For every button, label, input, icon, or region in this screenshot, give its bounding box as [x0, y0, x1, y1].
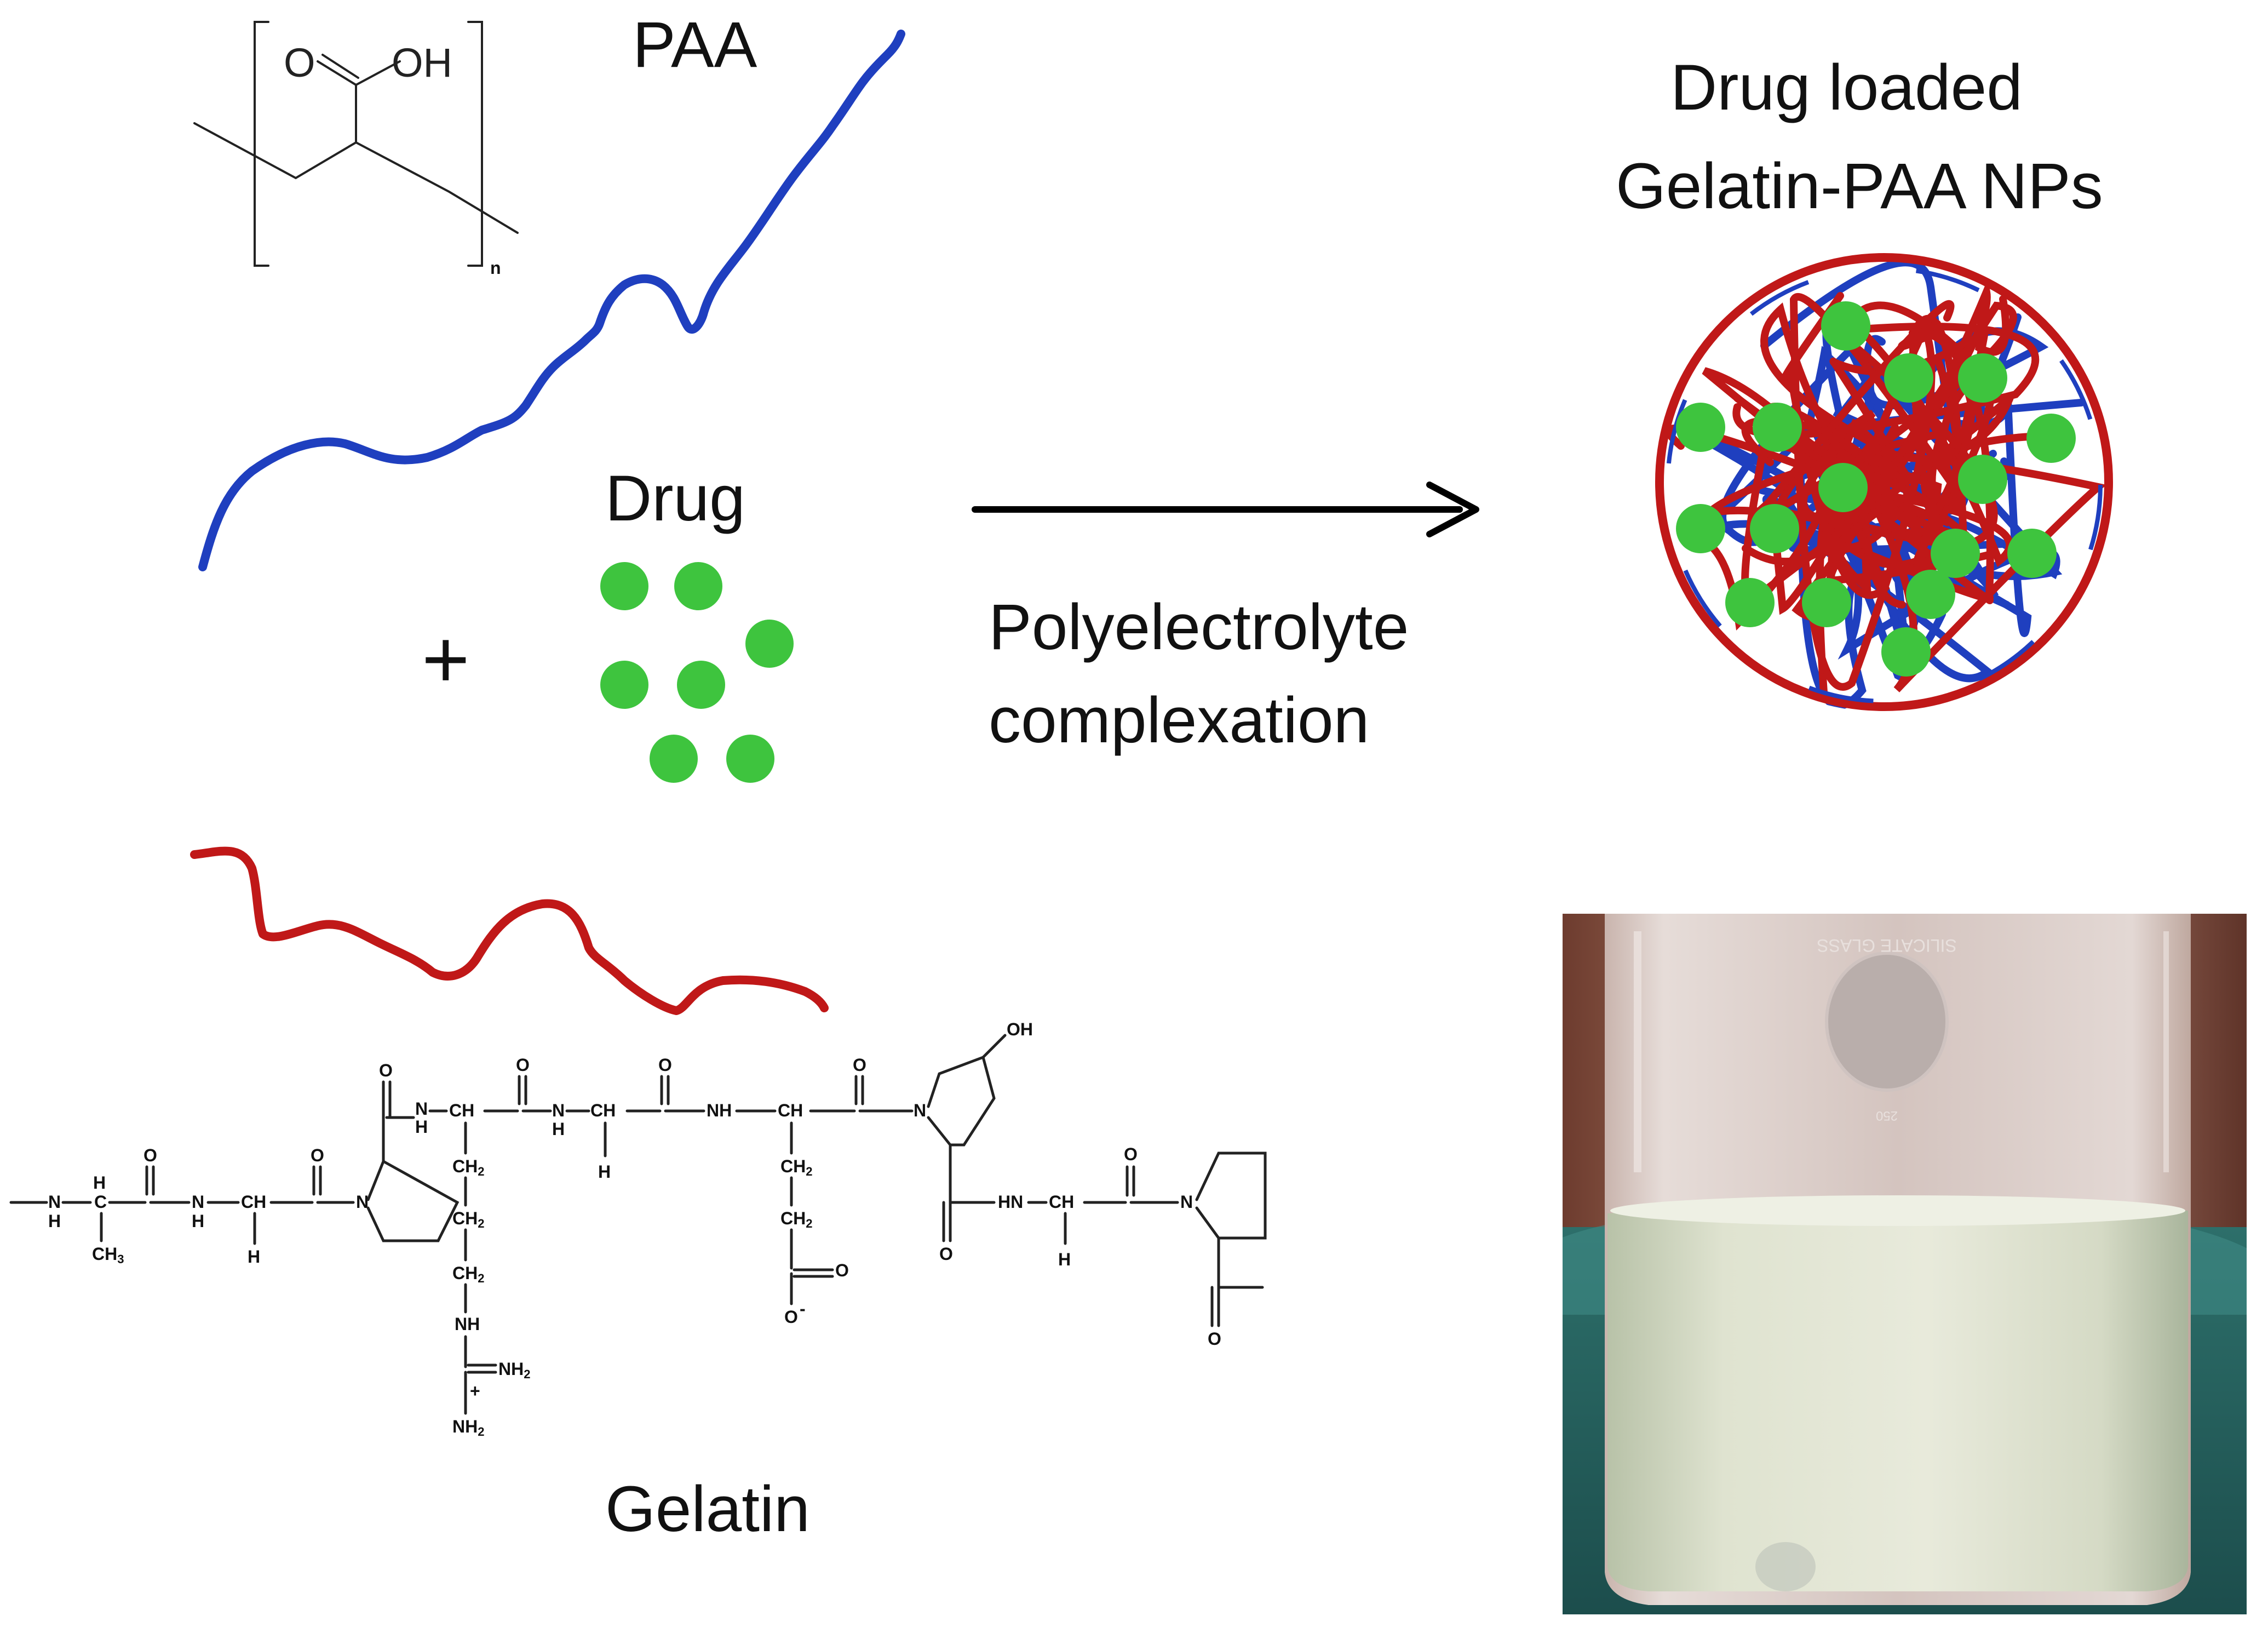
- beaker-marking: SILICATE GLASS: [1817, 936, 1957, 955]
- process-label-line1: Polyelectrolyte: [989, 591, 1409, 663]
- gelatin-atom-h: H: [192, 1211, 204, 1231]
- gelatin-atom-o: O: [311, 1145, 324, 1165]
- gelatin-group-nh2: NH2: [452, 1417, 484, 1439]
- drug-dot: [1958, 455, 2007, 504]
- gelatin-atom-h: H: [415, 1117, 428, 1137]
- gelatin-structure: N H H C CH3 O N H CH H O N O N H CH: [9, 1019, 1267, 1439]
- gelatin-group-ch2: CH2: [780, 1208, 812, 1230]
- gelatin-atom-o: O: [658, 1055, 672, 1075]
- gelatin-group-hn: HN: [998, 1192, 1023, 1212]
- gelatin-atom-h: H: [552, 1119, 565, 1139]
- gelatin-atom-o: O: [784, 1307, 798, 1327]
- gelatin-atom-n: N: [914, 1101, 926, 1120]
- drug-dot: [1676, 403, 1725, 452]
- drug-dot: [674, 562, 722, 610]
- drug-label: Drug: [605, 462, 745, 535]
- drug-dot: [1931, 529, 1980, 578]
- drug-dot: [1725, 578, 1775, 627]
- drug-dot: [1818, 463, 1868, 512]
- drug-dot: [600, 562, 648, 610]
- gelatin-atom-o: O: [939, 1244, 953, 1264]
- gelatin-atom-n: N: [1180, 1192, 1193, 1212]
- nanoparticle-drug-dots: [1676, 301, 2076, 677]
- reaction-arrow: [972, 482, 1479, 537]
- gelatin-atom-h: H: [248, 1247, 260, 1267]
- drug-dot: [2007, 529, 2057, 578]
- gelatin-group-nh: NH: [455, 1314, 480, 1334]
- paa-chain: [198, 30, 905, 571]
- paa-repeat-n: n: [490, 258, 501, 278]
- drug-dot: [677, 661, 725, 709]
- gelatin-group-ch: CH: [778, 1101, 803, 1120]
- drug-dot: [1881, 627, 1931, 677]
- gelatin-atom-o: O: [143, 1145, 157, 1165]
- paa-carbonyl-oxygen: O: [284, 40, 315, 85]
- gelatin-atom-n: N: [552, 1101, 565, 1120]
- beaker-volume-mark: 250: [1876, 1108, 1898, 1123]
- plus-sign: +: [422, 613, 470, 705]
- drug-dot: [1821, 301, 1870, 351]
- drug-dot: [726, 735, 774, 783]
- gelatin-group-nh: NH: [707, 1101, 732, 1120]
- paa-structure: O OH n: [193, 21, 519, 278]
- drug-dot: [1802, 578, 1851, 627]
- gelatin-atom-c: C: [94, 1192, 107, 1212]
- drug-dot: [650, 735, 698, 783]
- gelatin-atom-o: O: [835, 1260, 849, 1280]
- gelatin-atom-n: N: [48, 1192, 61, 1212]
- paa-hydroxyl: OH: [392, 40, 452, 85]
- nanoparticle: [1655, 253, 2113, 711]
- gelatin-atom-o: O: [1124, 1144, 1138, 1164]
- gelatin-group-ch: CH: [1049, 1192, 1074, 1212]
- product-label-line2: Gelatin-PAA NPs: [1616, 150, 2103, 222]
- gelatin-group-ch: CH: [241, 1192, 266, 1212]
- gelatin-label: Gelatin: [605, 1473, 810, 1545]
- drug-dot: [2026, 414, 2076, 463]
- drug-dot: [1750, 504, 1799, 553]
- beaker-photo: SILICATE GLASS 250: [1559, 910, 2250, 1618]
- gelatin-atom-o: O: [379, 1061, 393, 1080]
- gelatin-atom-n: N: [415, 1099, 428, 1119]
- gelatin-group-ch2: CH2: [452, 1263, 484, 1285]
- gelatin-atom-o: O: [853, 1055, 866, 1075]
- drug-dot: [745, 620, 794, 668]
- gelatin-group-ch2: CH2: [452, 1208, 484, 1230]
- gelatin-atom-h: H: [93, 1173, 106, 1193]
- gelatin-charge-plus: +: [470, 1381, 480, 1401]
- gelatin-atom-h: H: [1058, 1250, 1071, 1269]
- gelatin-atom-o: O: [516, 1055, 530, 1075]
- gelatin-atom-o: O: [1208, 1329, 1221, 1349]
- drug-dot: [600, 661, 648, 709]
- gelatin-atom-h: H: [598, 1162, 611, 1182]
- process-label-line2: complexation: [989, 684, 1369, 757]
- drug-dot: [1676, 504, 1725, 553]
- drug-dot: [1906, 570, 1955, 619]
- gelatin-group-oh: OH: [1007, 1019, 1033, 1039]
- gelatin-chain: [190, 846, 829, 1015]
- gelatin-group-ch3: CH3: [92, 1244, 124, 1266]
- gelatin-group-ch: CH: [590, 1101, 616, 1120]
- gelatin-group-nh2: NH2: [498, 1359, 530, 1381]
- gelatin-atom-h: H: [48, 1211, 61, 1231]
- gelatin-atom-n: N: [192, 1192, 204, 1212]
- drug-dot: [1753, 403, 1802, 452]
- gelatin-group-ch2: CH2: [780, 1156, 812, 1178]
- product-label-line1: Drug loaded: [1670, 51, 2023, 124]
- gelatin-charge-minus: -: [800, 1299, 806, 1319]
- paa-label: PAA: [633, 9, 757, 81]
- gelatin-group-ch: CH: [449, 1101, 474, 1120]
- drug-dot: [1958, 353, 2007, 403]
- drug-particles: [600, 562, 794, 783]
- gelatin-group-ch2: CH2: [452, 1156, 484, 1178]
- drug-dot: [1884, 353, 1933, 403]
- gelatin-atom-n: N: [356, 1192, 369, 1212]
